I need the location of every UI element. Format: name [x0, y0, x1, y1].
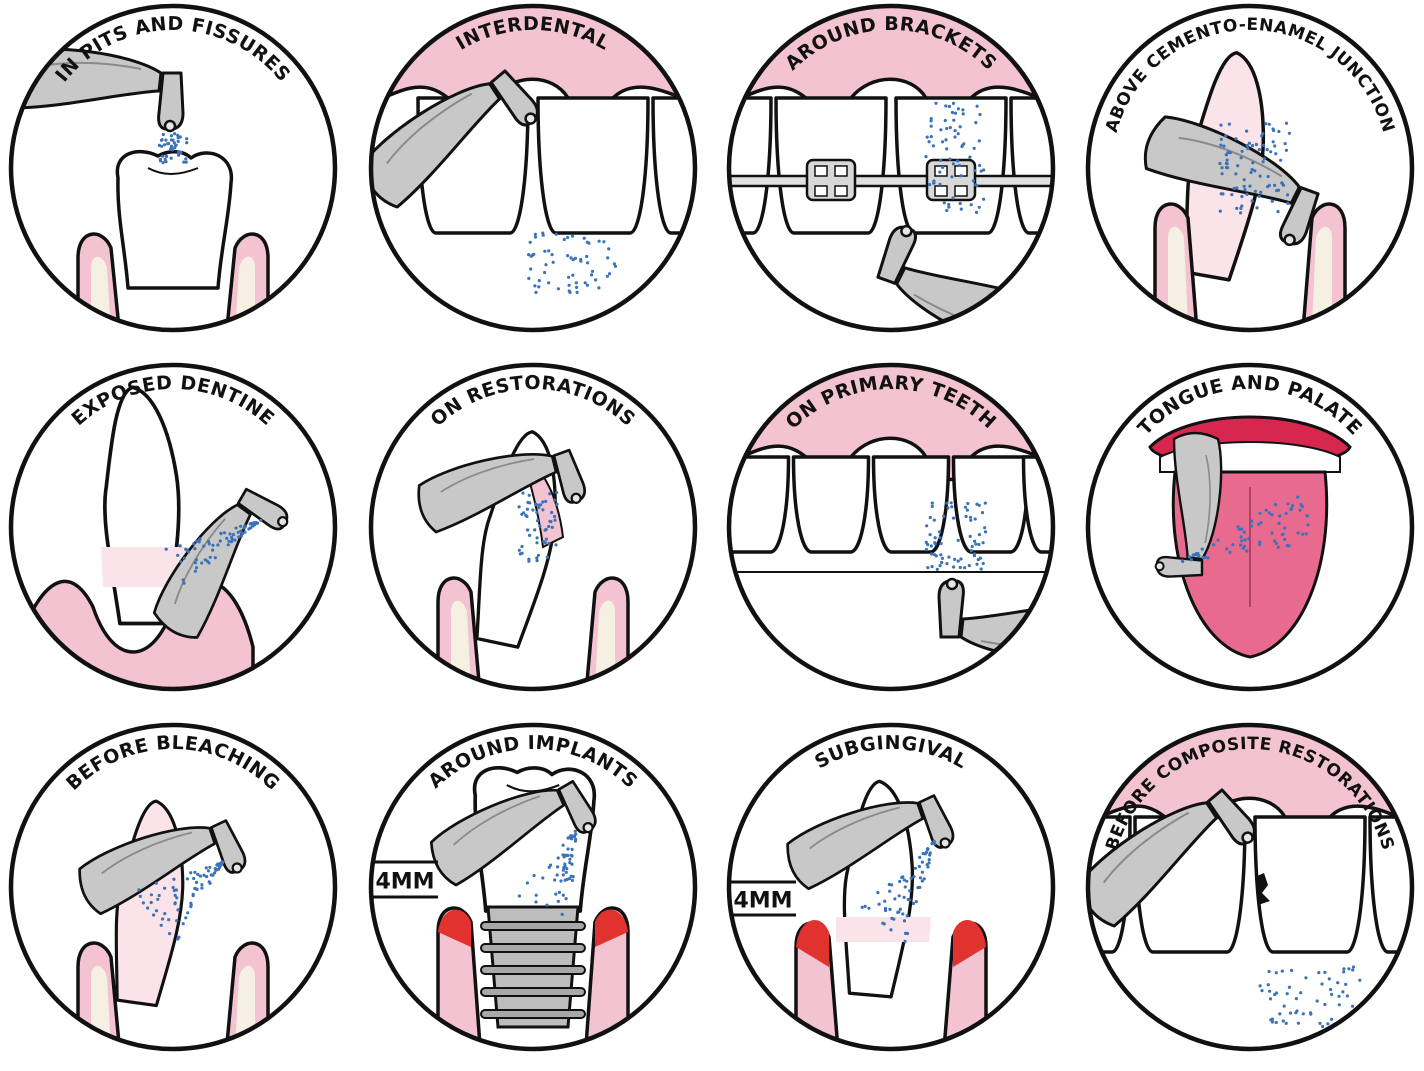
handpiece-icon: [78, 819, 247, 916]
pocket-depth-marker: 4MM: [373, 860, 438, 899]
spray-particles: [137, 860, 225, 941]
implant-icon: [480, 905, 586, 1029]
indication-panel-cej: ABOVE CEMENTO-ENAMEL JUNCTION: [1085, 3, 1415, 333]
spray-particles: [1258, 965, 1362, 1029]
spray-particles: [860, 839, 937, 943]
orthodontic-wire: [730, 174, 1052, 188]
panel-frame: [1085, 722, 1415, 1052]
handpiece-icon: [1154, 431, 1223, 578]
gum: [76, 941, 270, 1048]
pocket-depth-label: 4MM: [375, 870, 434, 895]
spray-particles: [517, 490, 559, 563]
tooth-icon: [1021, 455, 1052, 554]
indication-panel-restorations: ON RESTORATIONS: [368, 362, 698, 692]
tooth-icon: [115, 149, 233, 290]
indication-panel-interdental: INTERDENTAL: [368, 3, 698, 333]
spray-particles: [1180, 495, 1310, 564]
gum: [436, 576, 630, 688]
tooth-icon: [1253, 815, 1367, 954]
tooth-icon: [730, 96, 773, 235]
panel-frame: [368, 3, 698, 333]
caries-lesion: [1255, 873, 1270, 905]
panel-frame: [368, 722, 698, 1052]
panel-frame: [1085, 362, 1415, 692]
spray-particles: [1218, 121, 1291, 215]
spray-particles: [527, 231, 618, 294]
indication-panel-dentine: EXPOSED DENTINE: [8, 362, 338, 692]
handpiece-icon: [417, 448, 587, 534]
tooth-icon: [1009, 96, 1052, 235]
bracket-icon: [925, 158, 977, 202]
tooth-icon: [871, 455, 951, 554]
indication-panel-brackets: AROUND BRACKETS: [726, 3, 1056, 333]
spray-particles: [924, 101, 986, 214]
indication-panel-primary: ON PRIMARY TEETH: [726, 362, 1056, 692]
tooth-icon: [536, 96, 650, 235]
panel-illustration: 4MM: [373, 766, 630, 1048]
panel-illustration: 4MM: [731, 779, 988, 1048]
pocket-depth-marker: 4MM: [731, 880, 796, 917]
panel-frame: [8, 722, 338, 1052]
tooth-icon: [730, 455, 791, 554]
tooth-icon: [791, 455, 871, 554]
spray-particles: [924, 501, 988, 571]
tooth-icon: [1368, 815, 1411, 954]
pocket-depth-label: 4MM: [733, 889, 792, 914]
panel-frame: [726, 362, 1056, 692]
bracket-icon: [805, 158, 857, 202]
gum: [76, 232, 270, 329]
indication-panel-composite: BEFORE COMPOSITE RESTORATIONS: [1085, 722, 1415, 1052]
panel-illustration: [417, 430, 630, 688]
tooth-icon: [951, 455, 1031, 554]
handpiece-icon: [429, 779, 597, 887]
spray-particles: [164, 518, 263, 585]
panel-illustration: [12, 47, 270, 329]
handpiece-icon: [786, 794, 955, 891]
panel-frame: [368, 362, 698, 692]
indication-panel-bleaching: BEFORE BLEACHING: [8, 722, 338, 1052]
tooth-icon: [651, 96, 694, 235]
handpiece-icon: [372, 69, 539, 209]
panel-frame: [8, 3, 338, 333]
indication-panel-occlusal: IN PITS AND FISSURES: [8, 3, 338, 333]
spray-particles: [517, 829, 578, 916]
panel-frame: [8, 362, 338, 692]
panel-illustration: [1148, 415, 1352, 659]
spray-particles: [157, 132, 189, 165]
panel-frame: [726, 3, 1056, 333]
panel-frame: [1085, 3, 1415, 333]
indication-panel-tongue: TONGUE AND PALATE: [1085, 362, 1415, 692]
panel-illustration: [76, 799, 270, 1048]
panel-frame: [726, 722, 1056, 1052]
handpiece-icon: [1089, 788, 1256, 928]
